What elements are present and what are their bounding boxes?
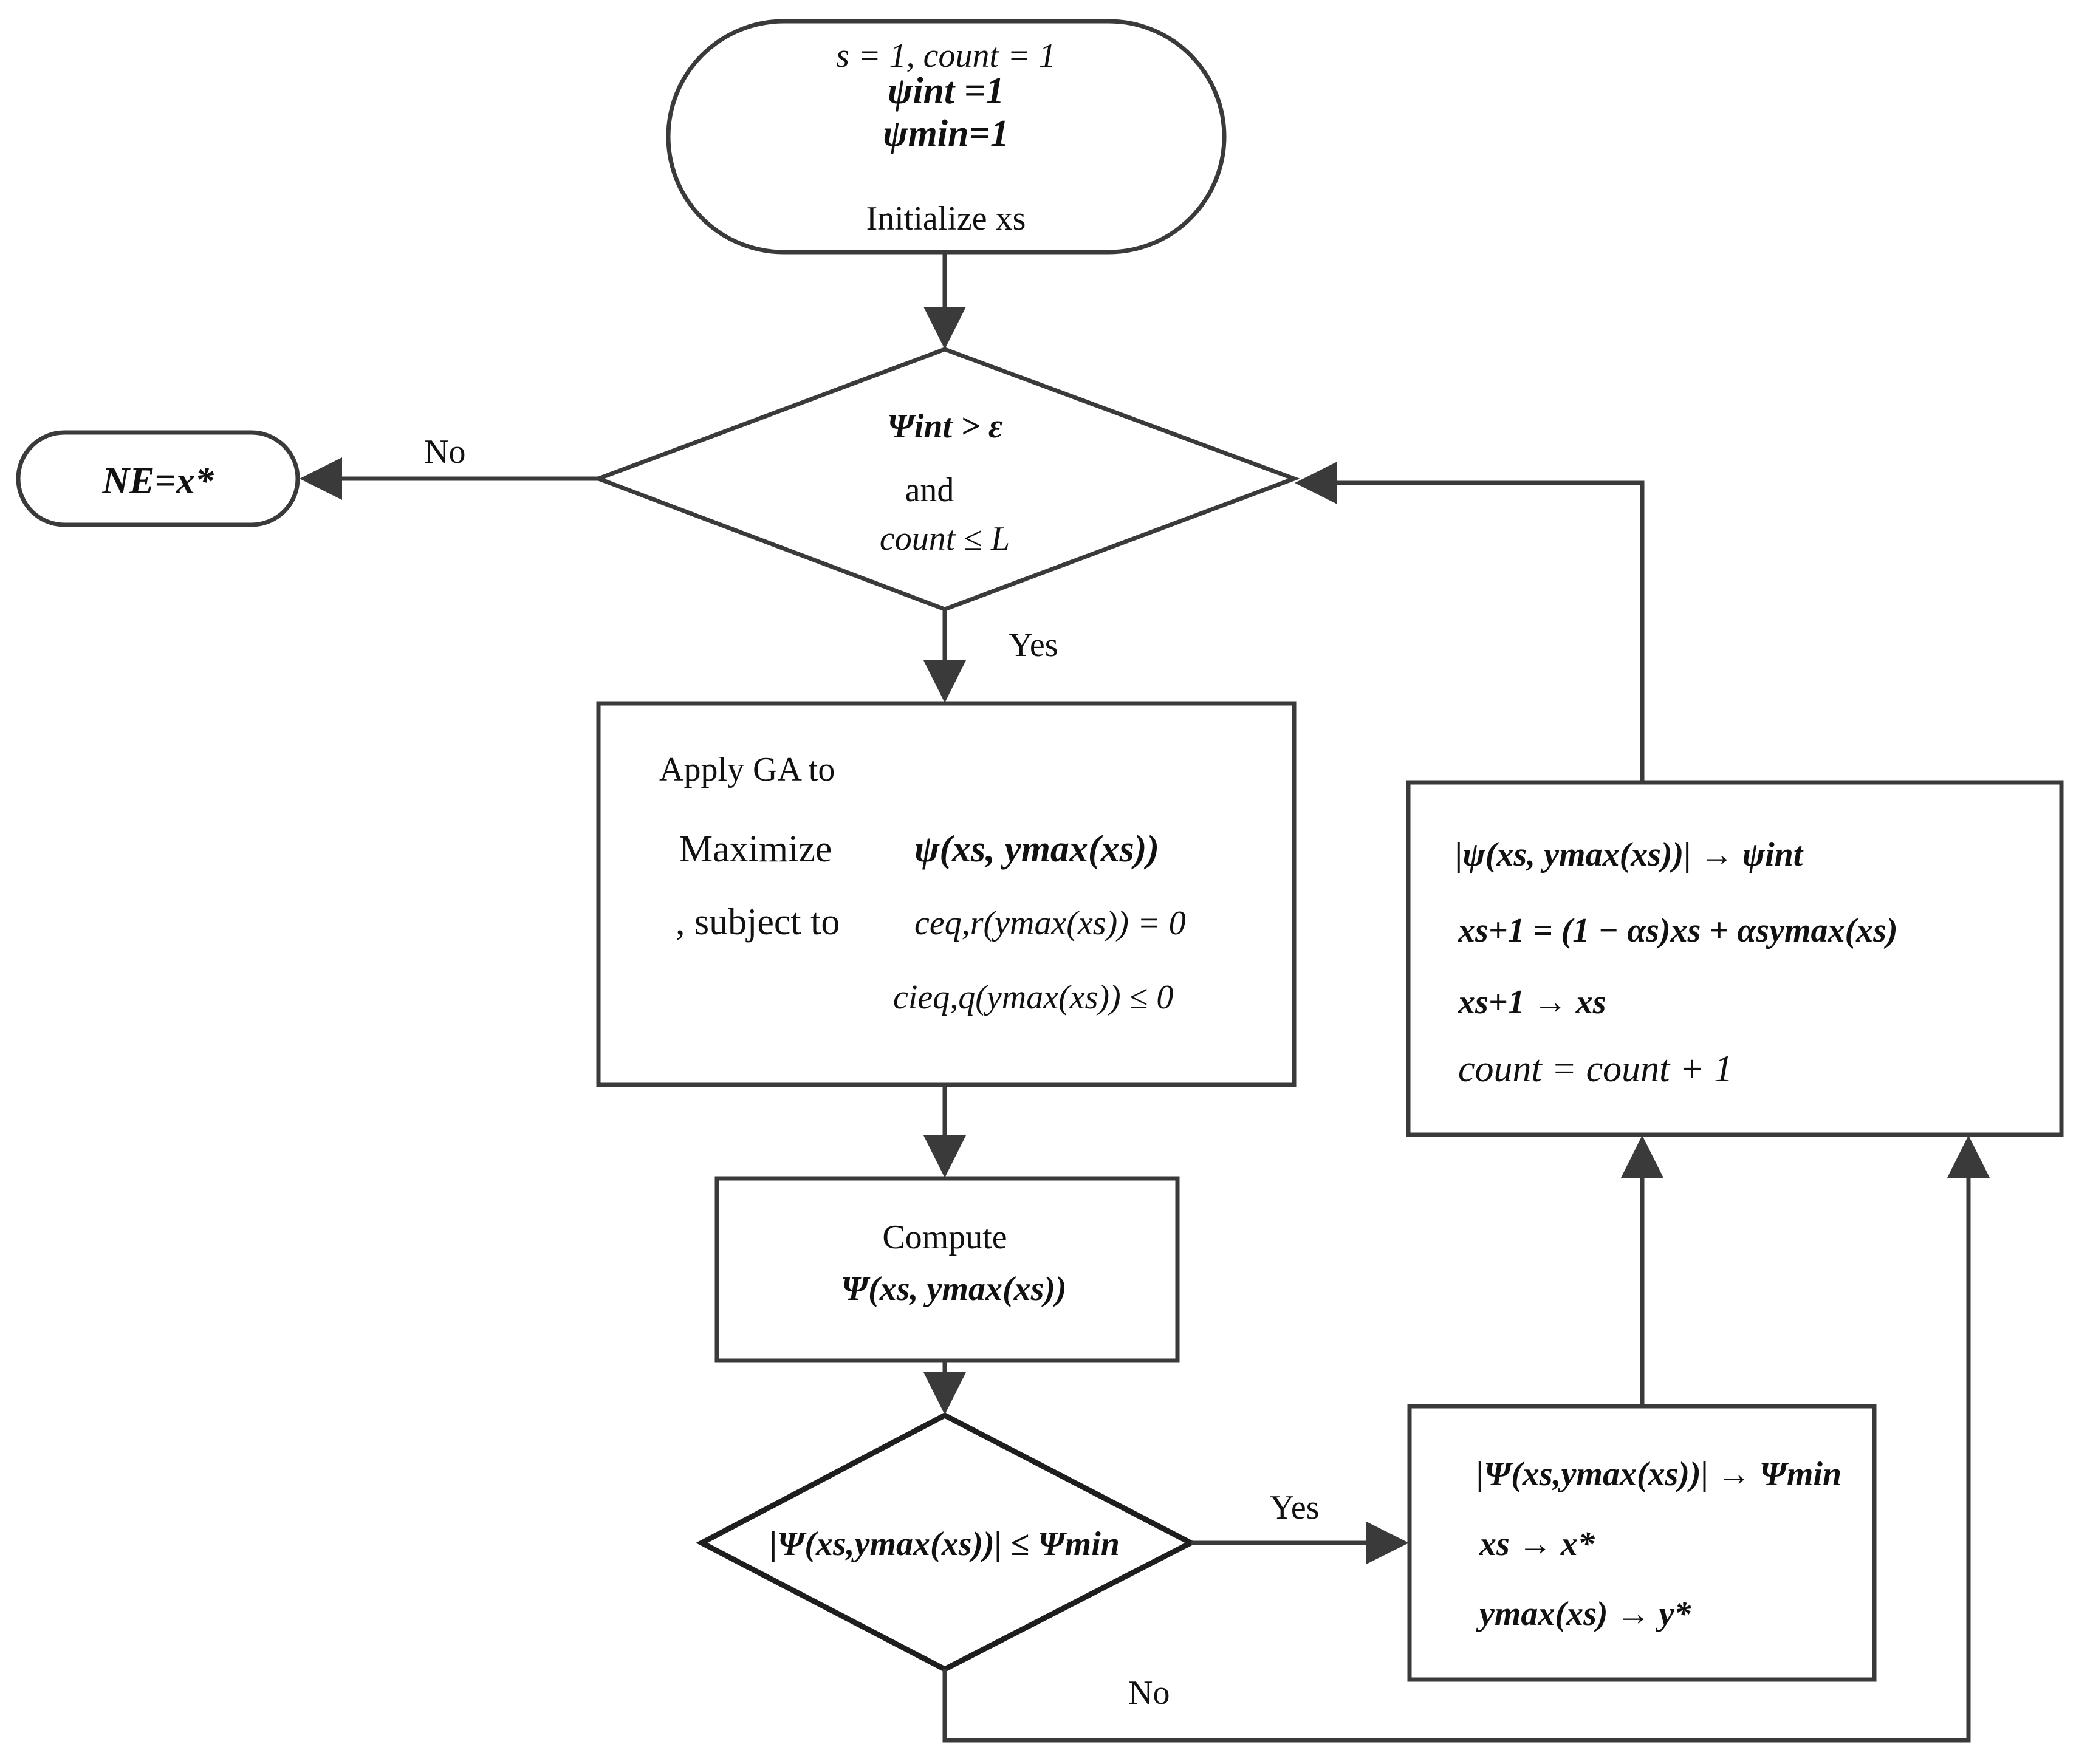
ga-constraint-1: ceq,r(ymax(xs)) = 0 [914,904,1186,942]
update-iteration-box [1406,780,2064,1137]
ga-subject-label: , subject to [676,901,840,943]
edge-decision-no-to-iteration [942,1135,1990,1743]
iter-line-3: xs+1 → xs [1458,983,1606,1021]
start-line-1: s = 1, count = 1 [836,37,1056,75]
edge-label-yes-bottom: Yes [1270,1489,1319,1526]
compute-process-box [714,1176,1180,1363]
compute-line-1: Compute [882,1219,1007,1256]
iter-line-2: xs+1 = (1 − αs)xs + αsymax(xs) [1458,912,1898,949]
ga-objective: ψ(xs, ymax(xs)) [914,829,1159,870]
compute-line-2: Ψ(xs, ymax(xs)) [841,1270,1066,1308]
ga-maximize-label: Maximize [679,829,832,870]
end-label: NE=x* [101,460,214,502]
start-line-3: ψmin=1 [883,113,1009,154]
iter-line-1: |ψ(xs, ymax(xs))| → ψint [1455,836,1804,873]
decision2-condition: |Ψ(xs,ymax(xs))| ≤ Ψmin [770,1525,1120,1563]
iter-line-4: count = count + 1 [1458,1048,1733,1090]
best-line-1: |Ψ(xs,ymax(xs))| → Ψmin [1476,1455,1841,1493]
start-line-2: ψint =1 [888,70,1004,112]
best-line-2: xs → x* [1479,1525,1595,1563]
ga-constraint-2: cieq,q(ymax(xs)) ≤ 0 [893,979,1173,1016]
edge-label-no-top: No [424,433,465,471]
edge-iteration-loop-back [1295,462,1645,782]
edge-label-yes-top: Yes [1009,626,1058,664]
best-line-3: ymax(xs) → y* [1476,1595,1691,1633]
decision1-line-3: count ≤ L [880,520,1010,558]
end-terminal [16,430,300,527]
start-line-4: Initialize xs [866,200,1026,238]
edge-label-no-bottom: No [1128,1674,1170,1712]
ga-line-1: Apply GA to [659,751,835,788]
decision1-line-2: and [905,471,954,509]
decision1-line-1: Ψint > ε [887,408,1002,445]
